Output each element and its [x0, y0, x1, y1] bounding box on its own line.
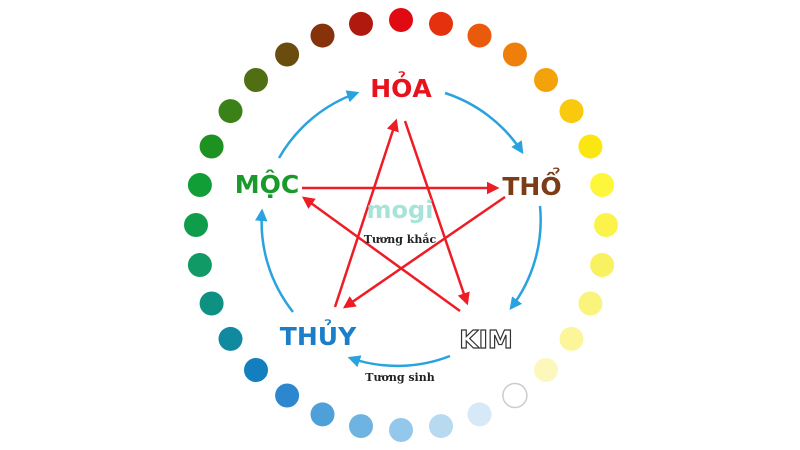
element-thuy: THỦY	[280, 318, 357, 351]
element-tho: THỔ	[502, 166, 561, 201]
color-dot	[389, 418, 413, 442]
color-dot	[467, 402, 492, 427]
arrow-hoa-to-kim	[403, 120, 470, 306]
color-dot	[429, 414, 453, 439]
element-hoa: HỎA	[370, 70, 432, 103]
arrow-hoa-to-tho	[444, 91, 524, 155]
color-dot	[502, 382, 528, 409]
arrow-kim-to-thuy	[347, 354, 451, 368]
arrow-tho-to-kim	[509, 205, 542, 310]
color-dot	[559, 99, 584, 124]
color-dot	[199, 291, 224, 316]
arrow-tho-to-thuy	[342, 195, 506, 309]
element-kim: KIM	[459, 325, 513, 354]
caption-tuong-khac: Tương khắc	[364, 232, 437, 246]
color-dot	[534, 358, 558, 382]
color-dot	[594, 213, 618, 237]
color-dot	[275, 383, 300, 408]
generating-cycle-arrows	[255, 90, 542, 368]
color-dot	[275, 42, 300, 67]
arrow-moc-to-hoa	[277, 90, 360, 159]
color-dot	[349, 11, 373, 36]
color-dot	[218, 99, 243, 124]
color-dot	[244, 358, 268, 382]
watermark: mogi	[367, 196, 434, 224]
color-dot	[467, 23, 492, 48]
color-dot	[578, 291, 603, 316]
arrow-kim-to-moc	[301, 196, 461, 313]
color-dot	[559, 326, 584, 351]
color-dot	[349, 414, 373, 439]
color-dot-ring	[184, 8, 618, 442]
color-dot	[218, 326, 243, 351]
color-dot	[199, 134, 224, 159]
color-dot	[310, 23, 335, 48]
color-dot	[590, 253, 615, 277]
arrow-thuy-to-hoa	[333, 118, 399, 308]
element-moc: MỘC	[235, 169, 299, 199]
color-dot	[310, 402, 335, 427]
controlling-cycle-arrows	[301, 118, 506, 313]
color-dot	[244, 68, 268, 92]
arrow-thuy-to-moc	[255, 208, 294, 313]
color-dot	[534, 68, 558, 92]
color-dot	[590, 173, 615, 197]
color-dot	[502, 42, 527, 67]
color-dot	[578, 134, 603, 159]
color-dot	[429, 11, 453, 36]
color-dot	[389, 8, 413, 32]
color-dot	[184, 213, 208, 237]
color-dot	[187, 173, 212, 197]
color-dot	[187, 253, 212, 277]
caption-tuong-sinh: Tương sinh	[365, 371, 434, 384]
